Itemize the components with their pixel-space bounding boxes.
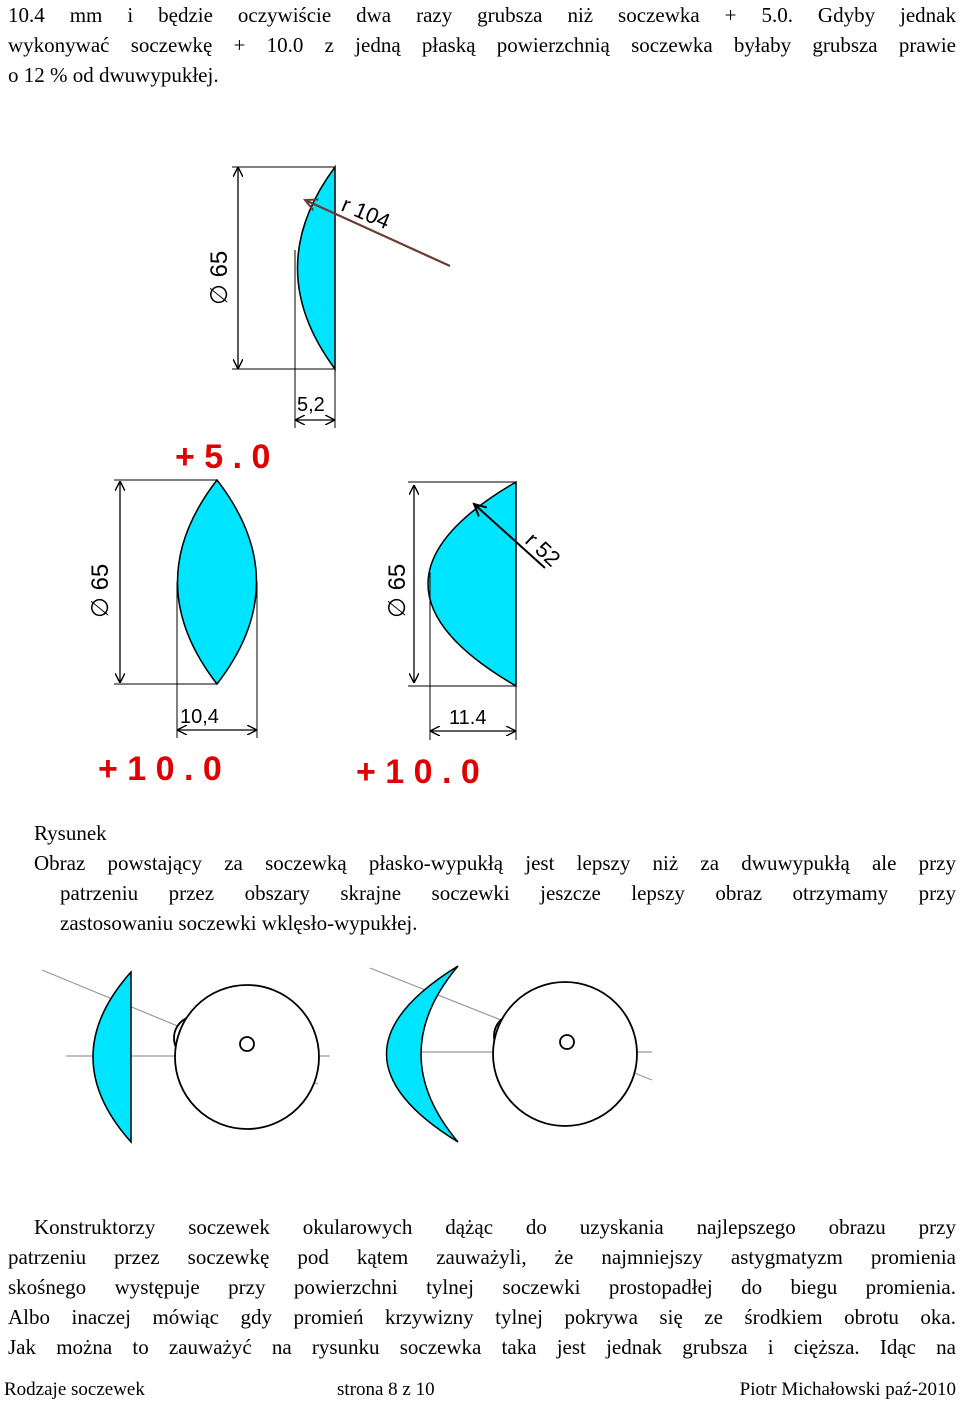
footer-right: Piotr Michałowski paź-2010 (739, 1379, 956, 1400)
top-diameter-label: ∅ 65 (206, 251, 233, 305)
radius-line (305, 200, 451, 268)
top-lens-group: ∅ 65 r 104 5,2 + 5 . 0 (175, 164, 451, 476)
planoconvex-diameter-label: ∅ 65 (384, 564, 411, 618)
biconvex-thickness-label: 10,4 (180, 706, 219, 728)
eyeball-circle (492, 981, 638, 1127)
biconvex-diameter-label: ∅ 65 (87, 564, 114, 618)
rotation-center (559, 1034, 575, 1050)
meniscus-eye-group (369, 965, 653, 1143)
top-thickness-label: 5,2 (297, 394, 325, 416)
top-lens-shape (296, 164, 336, 372)
rotation-center (239, 1036, 255, 1052)
body-paragraph-1: Obraz powstający za soczewką płasko-wypu… (34, 848, 956, 938)
body2-line: Albo inaczej mówiąc gdy promień krzywizn… (8, 1305, 956, 1329)
planoconvex-thickness-label: 11.4 (449, 707, 486, 729)
meniscus-lens-shape (385, 965, 459, 1143)
figure-caption: Rysunek (34, 821, 107, 845)
footer-center: strona 8 z 10 (337, 1379, 435, 1400)
body2-line: Konstruktorzy soczewek okularowych dążąc… (34, 1215, 956, 1239)
biconvex-power-label: + 1 0 . 0 (98, 750, 222, 788)
biconvex-lens-group: ∅ 65 10,4 + 1 0 . 0 (87, 478, 258, 788)
intro-line: wykonywać soczewkę + 10.0 z jedną płaską… (8, 33, 956, 57)
intro-paragraph: 10.4 mm i będzie oczywiście dwa razy gru… (8, 0, 956, 90)
planoconvex-lens-shape (427, 480, 517, 688)
page-footer: Rodzaje soczewek strona 8 z 10 Piotr Mic… (0, 1379, 960, 1405)
intro-line: 10.4 mm i będzie oczywiście dwa razy gru… (8, 3, 956, 27)
eye-lens-figure (41, 965, 653, 1144)
body1-line: Obraz powstający za soczewką płasko-wypu… (34, 851, 956, 875)
eyeball-circle (174, 984, 320, 1130)
body1-line: patrzeniu przez obszary skrajne soczewki… (60, 881, 956, 905)
biconvex-lens-shape (176, 478, 258, 686)
body-paragraph-2: Konstruktorzy soczewek okularowych dążąc… (8, 1212, 956, 1362)
planoconvex-power-label: + 1 0 . 0 (356, 753, 480, 791)
planoconvex-radius-label: r 52 (521, 527, 566, 571)
body2-line: patrzeniu przez soczewkę pod kątem zauwa… (8, 1245, 956, 1269)
planoconvex-lens-group: ∅ 65 r 52 11.4 + 1 0 . 0 (356, 480, 566, 791)
radius-line (474, 504, 546, 569)
planoconvex-lens-shape (92, 970, 132, 1144)
body2-line: Jak można to zauważyć na rysunku soczewk… (8, 1335, 956, 1359)
intro-line: o 12 % od dwuwypukłej. (8, 63, 219, 87)
body1-line: zastosowaniu soczewki wklęsło-wypukłej. (60, 911, 418, 935)
body2-line: skośnego występuje przy powierzchni tyln… (8, 1275, 956, 1299)
lens-thickness-figure: ∅ 65 r 104 5,2 + 5 . 0 ∅ 65 10,4 + 1 0 .… (87, 164, 566, 791)
top-power-label: + 5 . 0 (175, 438, 270, 476)
footer-left: Rodzaje soczewek (4, 1379, 145, 1400)
planoconvex-eye-group (41, 969, 330, 1144)
